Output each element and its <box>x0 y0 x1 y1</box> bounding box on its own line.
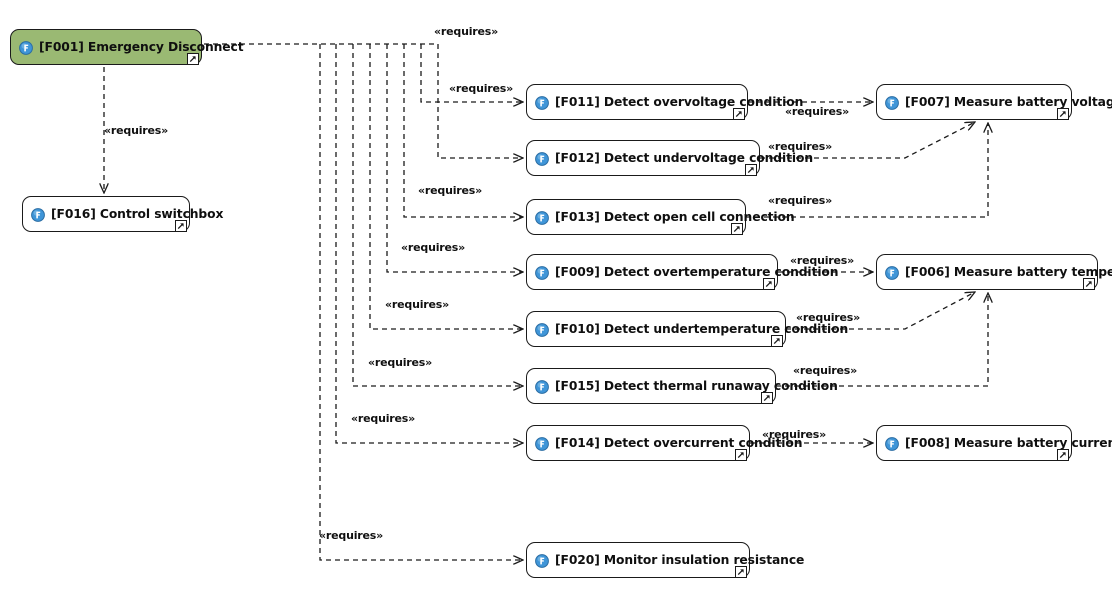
edge-label-f001-f009: «requires» <box>401 241 466 254</box>
node-f015[interactable]: [F015] Detect thermal runaway condition <box>526 368 838 404</box>
node-label: [F008] Measure battery current <box>905 435 1112 450</box>
edge-f001-f009 <box>386 44 523 272</box>
node-f009[interactable]: [F009] Detect overtemperature condition <box>526 254 839 290</box>
open-link-icon[interactable] <box>745 161 757 176</box>
node-f001[interactable]: [F001] Emergency Disconnect <box>10 29 244 65</box>
edge-f001-f020 <box>319 44 523 560</box>
edge-label-f001-f013: «requires» <box>418 184 483 197</box>
feature-circle-icon <box>535 322 549 337</box>
node-f012[interactable]: [F012] Detect undervoltage condition <box>526 140 813 176</box>
node-f008[interactable]: [F008] Measure battery current <box>876 425 1112 461</box>
open-link-icon[interactable] <box>731 220 743 235</box>
node-f014[interactable]: [F014] Detect overcurrent condition <box>526 425 803 461</box>
edge-label-f012-f007: «requires» <box>768 140 833 153</box>
open-link-icon[interactable] <box>761 389 773 404</box>
feature-circle-icon <box>885 95 899 110</box>
node-f020[interactable]: [F020] Monitor insulation resistance <box>526 542 804 578</box>
open-link-icon[interactable] <box>1057 446 1069 461</box>
open-link-icon[interactable] <box>763 275 775 290</box>
edge-label-f014-f008: «requires» <box>762 428 827 441</box>
edge-label-f001-f015: «requires» <box>368 356 433 369</box>
edge-f001-f013 <box>403 44 523 217</box>
edge-f001-f015 <box>352 44 523 386</box>
edge-f001-f011 <box>420 44 523 102</box>
edge-label-f013-f007: «requires» <box>768 194 833 207</box>
feature-circle-icon <box>535 265 549 280</box>
feature-circle-icon <box>535 436 549 451</box>
feature-circle-icon <box>535 210 549 225</box>
node-label: [F020] Monitor insulation resistance <box>555 552 805 567</box>
feature-circle-icon <box>535 151 549 166</box>
edge-label-f001-f014: «requires» <box>351 412 416 425</box>
node-f013[interactable]: [F013] Detect open cell connection <box>526 199 795 235</box>
edge-label-f001-f011: «requires» <box>449 82 514 95</box>
edge-f001-f012 <box>204 43 523 158</box>
feature-circle-icon <box>885 436 899 451</box>
node-label: [F013] Detect open cell connection <box>555 209 795 224</box>
node-label: [F016] Control switchbox <box>51 206 224 221</box>
open-link-icon[interactable] <box>1083 275 1095 290</box>
edge-f015-f006 <box>776 293 988 387</box>
feature-circle-icon <box>19 40 33 55</box>
open-link-icon[interactable] <box>735 446 747 461</box>
node-label: [F006] Measure battery temperature <box>905 264 1112 279</box>
node-f016[interactable]: [F016] Control switchbox <box>22 196 223 232</box>
open-link-icon[interactable] <box>175 217 187 232</box>
node-label: [F012] Detect undervoltage condition <box>555 150 814 165</box>
open-link-icon[interactable] <box>735 563 747 578</box>
edge-label-f001-f020: «requires» <box>319 529 384 542</box>
feature-circle-icon <box>535 95 549 110</box>
open-link-icon[interactable] <box>187 50 199 65</box>
node-f007[interactable]: [F007] Measure battery voltage <box>876 84 1112 120</box>
edge-label-f009-f006: «requires» <box>790 254 855 267</box>
node-label: [F001] Emergency Disconnect <box>39 39 244 54</box>
node-f006[interactable]: [F006] Measure battery temperature <box>876 254 1112 290</box>
node-f010[interactable]: [F010] Detect undertemperature condition <box>526 311 848 347</box>
node-label: [F009] Detect overtemperature condition <box>555 264 839 279</box>
open-link-icon[interactable] <box>771 332 783 347</box>
node-label: [F015] Detect thermal runaway condition <box>555 378 838 393</box>
edge-f001-f014 <box>335 44 523 443</box>
node-label: [F011] Detect overvoltage condition <box>555 94 804 109</box>
edge-label-f010-f006: «requires» <box>796 311 861 324</box>
edge-label-f001-f010: «requires» <box>385 298 450 311</box>
node-label: [F014] Detect overcurrent condition <box>555 435 803 450</box>
feature-circle-icon <box>535 379 549 394</box>
edge-label-f001-f012: «requires» <box>434 25 499 38</box>
feature-circle-icon <box>885 265 899 280</box>
edge-label-f015-f006: «requires» <box>793 364 858 377</box>
edge-label-f001-f016: «requires» <box>104 124 169 137</box>
node-f011[interactable]: [F011] Detect overvoltage condition <box>526 84 803 120</box>
node-label: [F010] Detect undertemperature condition <box>555 321 849 336</box>
edge-f012-f007 <box>760 122 975 159</box>
edge-f001-f010 <box>369 44 523 329</box>
feature-circle-icon <box>31 207 45 222</box>
node-label: [F007] Measure battery voltage <box>905 94 1112 109</box>
edge-f010-f006 <box>786 292 975 330</box>
open-link-icon[interactable] <box>1057 105 1069 120</box>
edge-label-f011-f007: «requires» <box>785 105 850 118</box>
open-link-icon[interactable] <box>733 105 745 120</box>
feature-circle-icon <box>535 553 549 568</box>
